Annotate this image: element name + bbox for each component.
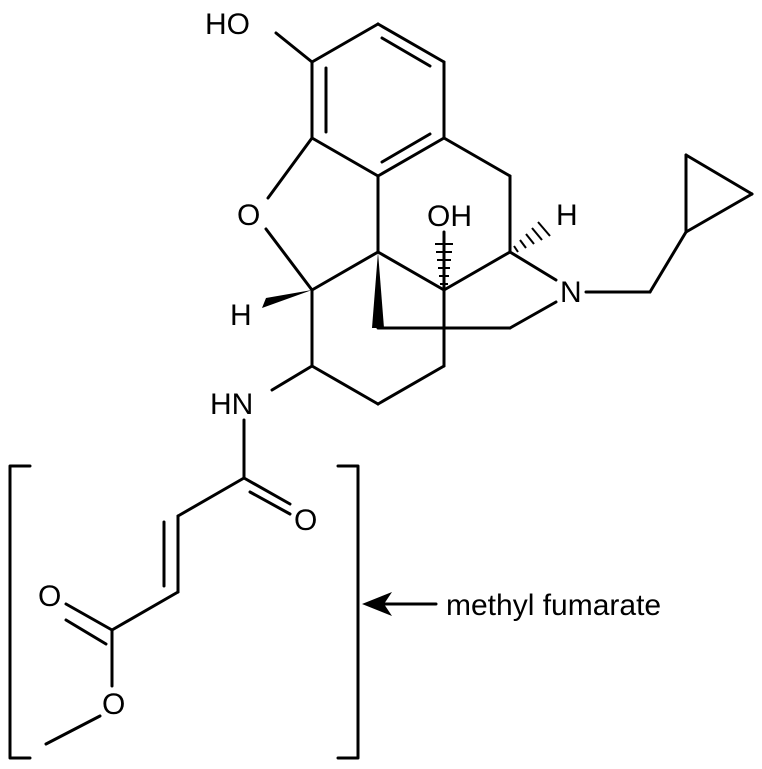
bond bbox=[266, 136, 314, 200]
bond bbox=[64, 618, 108, 646]
atom-labels: HO O OH H H N HN O O O bbox=[38, 8, 582, 721]
bond bbox=[648, 230, 688, 294]
bond bbox=[44, 714, 102, 746]
furan-o-label: O bbox=[237, 199, 260, 232]
bond bbox=[380, 36, 432, 68]
bond bbox=[248, 490, 292, 516]
arrow-head bbox=[362, 592, 392, 616]
methyl-fumarate-label: methyl fumarate bbox=[446, 589, 661, 622]
ester-o-label: O bbox=[102, 688, 125, 721]
bond bbox=[270, 364, 314, 392]
bond bbox=[376, 250, 446, 292]
bond bbox=[684, 153, 754, 196]
amide-nh-label: HN bbox=[210, 388, 253, 421]
bond bbox=[176, 476, 246, 518]
stereo-bonds bbox=[262, 221, 551, 328]
ester-carbonyl-o-label: O bbox=[38, 580, 61, 613]
bond bbox=[110, 590, 180, 632]
bond bbox=[376, 364, 446, 406]
bond bbox=[684, 192, 754, 234]
bond bbox=[310, 136, 380, 178]
h-left-label: H bbox=[230, 299, 252, 332]
bond bbox=[242, 476, 292, 506]
bond bbox=[508, 300, 558, 330]
wedge-bond bbox=[262, 290, 312, 308]
hashed-bond bbox=[513, 221, 551, 253]
h-right-label: H bbox=[556, 199, 578, 232]
bond bbox=[376, 136, 446, 178]
bond bbox=[380, 132, 432, 164]
bond bbox=[508, 250, 558, 282]
bond bbox=[376, 22, 446, 64]
bond bbox=[442, 136, 512, 178]
bond bbox=[310, 364, 380, 406]
hydroxyl-oh-label: OH bbox=[427, 200, 472, 233]
bracket-left bbox=[8, 464, 32, 760]
wedge-bond bbox=[372, 252, 384, 328]
bond bbox=[264, 227, 314, 292]
amine-n-label: N bbox=[560, 276, 582, 309]
carbonyl-o-label: O bbox=[294, 504, 317, 537]
bond bbox=[310, 250, 380, 292]
bond bbox=[442, 250, 512, 292]
bonds bbox=[8, 22, 754, 760]
bond bbox=[274, 31, 314, 64]
bond bbox=[64, 602, 114, 632]
bond bbox=[310, 22, 380, 64]
bracket-right bbox=[336, 464, 360, 760]
phenol-oh-label: HO bbox=[205, 8, 250, 41]
hashed-bond bbox=[435, 243, 453, 285]
